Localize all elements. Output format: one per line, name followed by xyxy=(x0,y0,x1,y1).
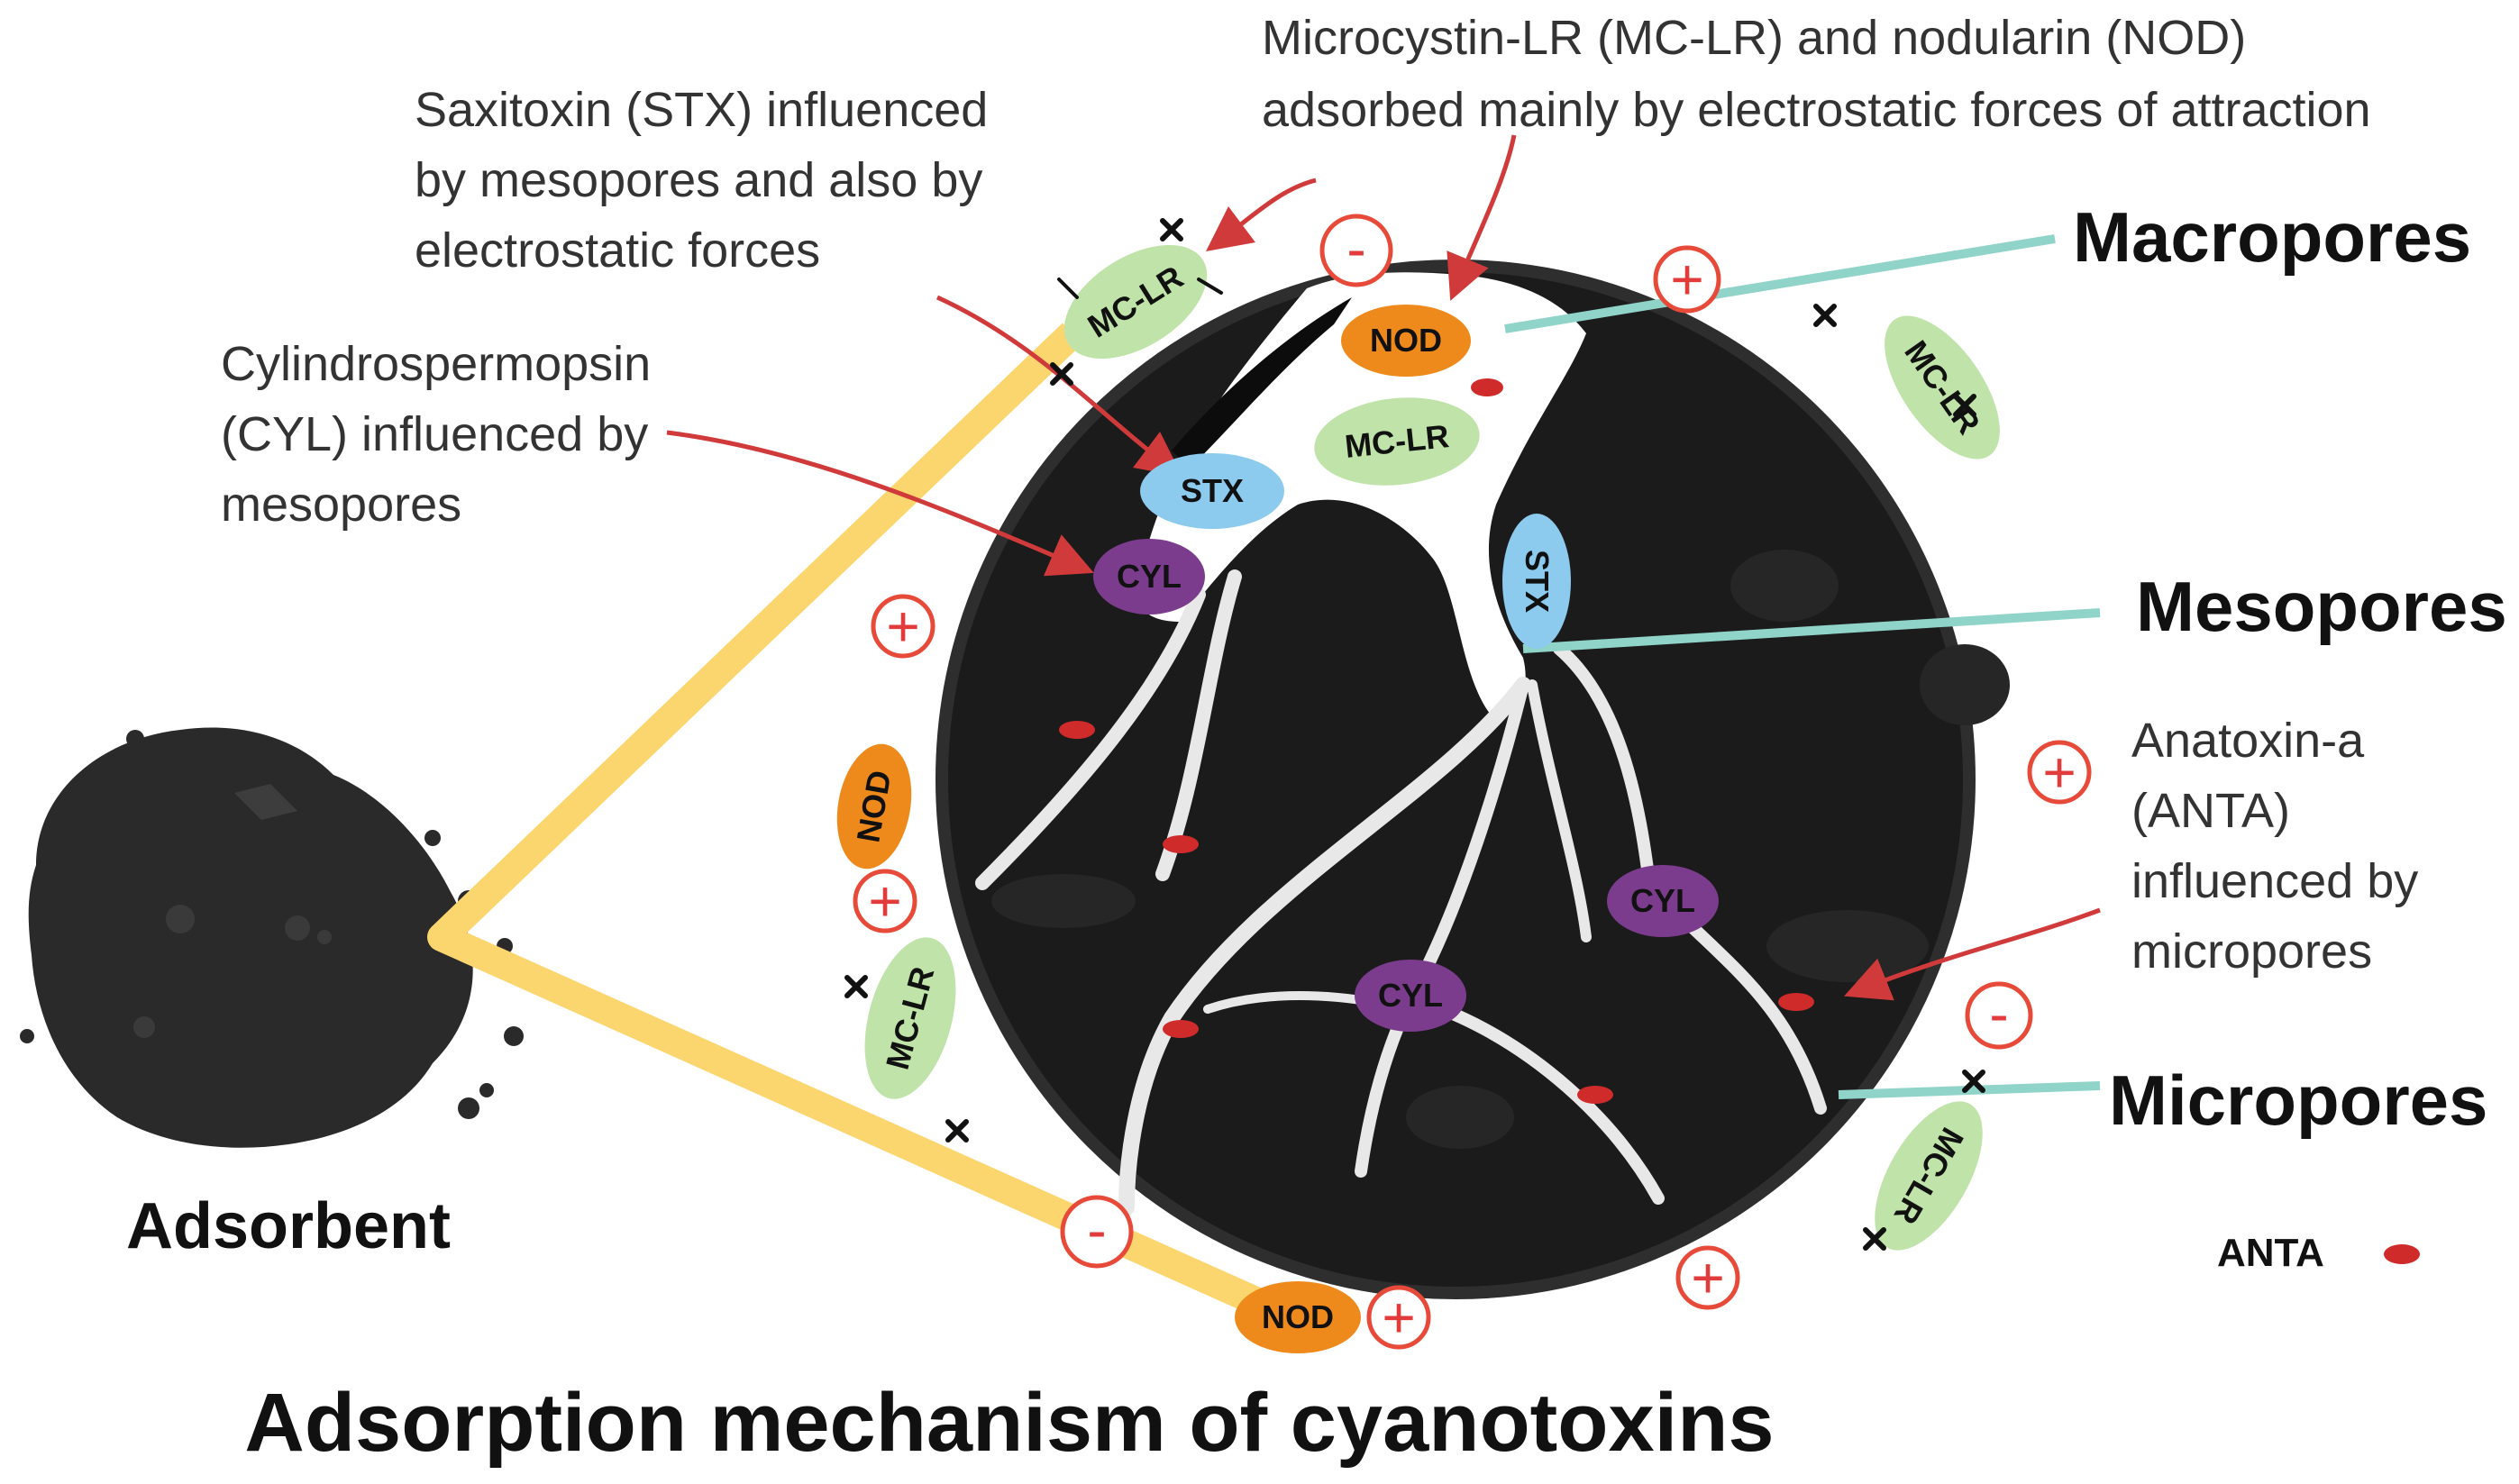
cyl-badge: CYL xyxy=(1607,865,1719,937)
annotation-line: adsorbed mainly by electrostatic forces … xyxy=(1262,83,2371,137)
pore-wall xyxy=(1172,297,1352,469)
plus-sign: + xyxy=(871,594,935,659)
annotation-line: Anatoxin-a xyxy=(2131,714,2365,768)
legend-anta-dot xyxy=(2384,1244,2420,1264)
stx-label: STX xyxy=(1519,550,1556,613)
plus-sign: + xyxy=(1653,245,1721,314)
cyl-label: CYL xyxy=(1378,977,1443,1014)
minus-sign: - xyxy=(1060,1195,1134,1269)
annotation-mclr-nod: Microcystin-LR (MC-LR) and nodularin (NO… xyxy=(1262,11,2371,137)
plus-sign: + xyxy=(1366,1285,1431,1350)
charge-signs: - + + + + - - + xyxy=(853,214,2092,1350)
mclr-badge: MC-LR xyxy=(1314,397,1480,486)
plus-label: + xyxy=(868,869,901,933)
legend: ANTA xyxy=(2217,1231,2420,1275)
mclr-badge: MC-LR xyxy=(1063,244,1208,360)
plus-label: + xyxy=(2042,740,2076,805)
plus-label: + xyxy=(1670,247,1703,312)
toxins: MC-LR NOD MC-LR STX CYL STX MC-L xyxy=(836,244,2000,1353)
pore-network xyxy=(975,569,1827,1215)
stx-badge: STX xyxy=(1140,453,1284,529)
charge-marks xyxy=(844,218,1985,1251)
minus-sign: - xyxy=(1965,981,2033,1050)
cyl-label: CYL xyxy=(1117,558,1182,595)
pore-label-lines xyxy=(1504,234,2101,1099)
plus-sign: + xyxy=(853,869,917,933)
stx-badge: STX xyxy=(1502,514,1571,649)
annotation-line: (CYL) influenced by xyxy=(221,407,648,461)
mclr-badge: MC-LR xyxy=(864,937,956,1099)
annotation-stx: Saxitoxin (STX) influenced by mesopores … xyxy=(415,83,988,278)
anta-dots xyxy=(1059,378,1814,1104)
micropores-label: Micropores xyxy=(2109,1061,2487,1140)
annotation-line: by mesopores and also by xyxy=(415,153,982,207)
minus-label: - xyxy=(1346,216,1365,281)
cyl-label: CYL xyxy=(1630,882,1695,919)
annotation-line: Saxitoxin (STX) influenced xyxy=(415,83,988,137)
legend-anta-label: ANTA xyxy=(2217,1231,2324,1275)
diagram-title: Adsorption mechanism of cyanotoxins xyxy=(244,1377,1774,1469)
mclr-badge: MC-LR xyxy=(1885,315,2000,460)
mesopores-label: Mesopores xyxy=(2136,567,2507,646)
annotation-anta: Anatoxin-a (ANTA) influenced by micropor… xyxy=(2131,714,2418,979)
zoom-cone xyxy=(427,323,1304,1334)
nod-label: NOD xyxy=(1370,322,1442,359)
annotation-line: mesopores xyxy=(221,478,461,532)
cyl-badge: CYL xyxy=(1093,539,1205,615)
nod-badge: NOD xyxy=(1341,305,1471,377)
plus-sign: + xyxy=(1675,1245,1740,1310)
minus-label: - xyxy=(1989,981,2008,1046)
plus-sign: + xyxy=(2027,740,2092,805)
annotation-cyl: Cylindrospermopsin (CYL) influenced by m… xyxy=(221,337,651,532)
plus-label: + xyxy=(1691,1245,1724,1310)
minus-label: - xyxy=(1087,1197,1106,1262)
adsorbent-label: Adsorbent xyxy=(126,1190,451,1262)
cyl-badge: CYL xyxy=(1355,960,1466,1032)
annotation-line: influenced by xyxy=(2131,854,2418,908)
nod-badge: NOD xyxy=(836,743,912,869)
minus-sign: - xyxy=(1319,214,1393,287)
annotation-line: Cylindrospermopsin xyxy=(221,337,651,391)
nod-badge: NOD xyxy=(1235,1281,1361,1353)
plus-label: + xyxy=(1382,1285,1415,1350)
macropores-label: Macropores xyxy=(2073,197,2471,277)
annotation-line: micropores xyxy=(2131,924,2372,979)
nod-label: NOD xyxy=(1262,1298,1334,1335)
annotation-line: Microcystin-LR (MC-LR) and nodularin (NO… xyxy=(1262,11,2246,65)
plus-label: + xyxy=(886,594,919,659)
annotation-line: (ANTA) xyxy=(2131,784,2290,838)
particle-texture xyxy=(991,550,2010,1149)
stx-label: STX xyxy=(1181,472,1244,509)
annotation-line: electrostatic forces xyxy=(415,223,820,278)
